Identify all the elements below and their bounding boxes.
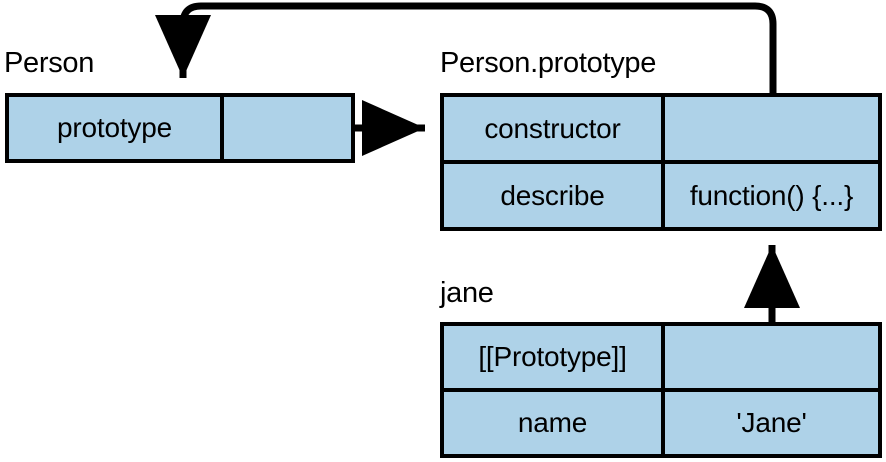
property-key-internal-prototype: [[Prototype]]	[444, 326, 665, 388]
property-value-describe: function() {...}	[689, 179, 854, 211]
property-value-constructor	[665, 97, 878, 160]
table-row: prototype	[9, 97, 351, 159]
object-box-person: prototype	[5, 93, 355, 163]
table-row: describe function() {...}	[444, 160, 878, 227]
property-value-name: 'Jane'	[736, 407, 807, 438]
property-key-prototype: prototype	[9, 97, 224, 159]
table-row: name 'Jane'	[444, 388, 878, 454]
object-label-jane: jane	[440, 277, 494, 309]
property-key-name: name	[444, 392, 665, 454]
object-box-person-prototype: constructor describe function() {...}	[440, 93, 882, 231]
table-row: constructor	[444, 97, 878, 160]
property-key-describe: describe	[444, 164, 665, 227]
object-label-person: Person	[4, 47, 95, 79]
object-label-person-prototype: Person.prototype	[440, 47, 657, 79]
table-row: [[Prototype]]	[444, 326, 878, 388]
property-value-internal-prototype	[665, 326, 878, 388]
property-key-constructor: constructor	[444, 97, 665, 160]
object-box-jane: [[Prototype]] name 'Jane'	[440, 322, 882, 458]
property-value-prototype	[224, 97, 351, 159]
